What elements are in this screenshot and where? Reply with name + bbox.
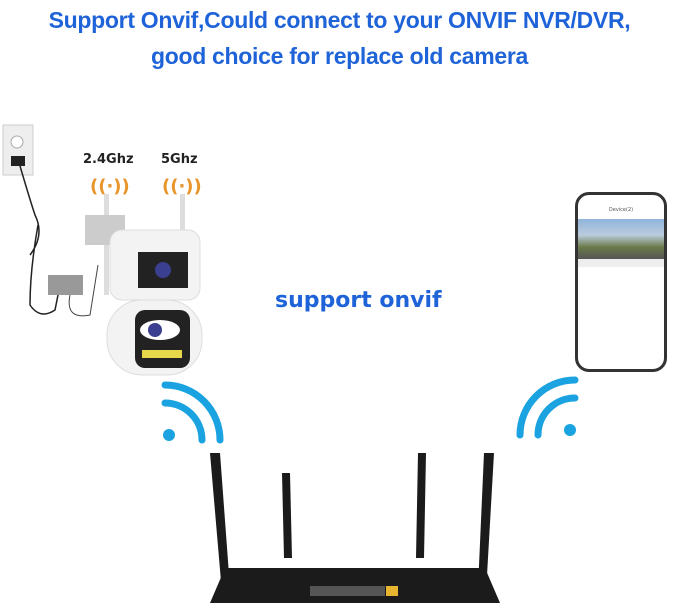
signal-icon: ((·)) (162, 176, 202, 197)
headline-line-1: Support Onvif,Could connect to your ONVI… (48, 7, 631, 33)
signal-icon: ((·)) (90, 176, 130, 197)
wifi-router (210, 453, 500, 603)
app-screen-title: Device(2) (608, 207, 634, 213)
dual-lens-camera: ((·)) ((·)) (85, 176, 203, 376)
camera-live-view (578, 219, 664, 259)
wifi-icon-right (516, 376, 579, 439)
band-label-2-4ghz: 2.4Ghz (83, 152, 134, 167)
headline-line-2: good choice for replace old camera (150, 43, 529, 69)
wifi-icon-left (161, 381, 224, 444)
smartphone: Device(2) (575, 192, 667, 372)
support-onvif-label: support onvif (275, 288, 442, 313)
power-outlet-and-adapter (2, 124, 99, 317)
band-label-5ghz: 5Ghz (161, 152, 198, 167)
